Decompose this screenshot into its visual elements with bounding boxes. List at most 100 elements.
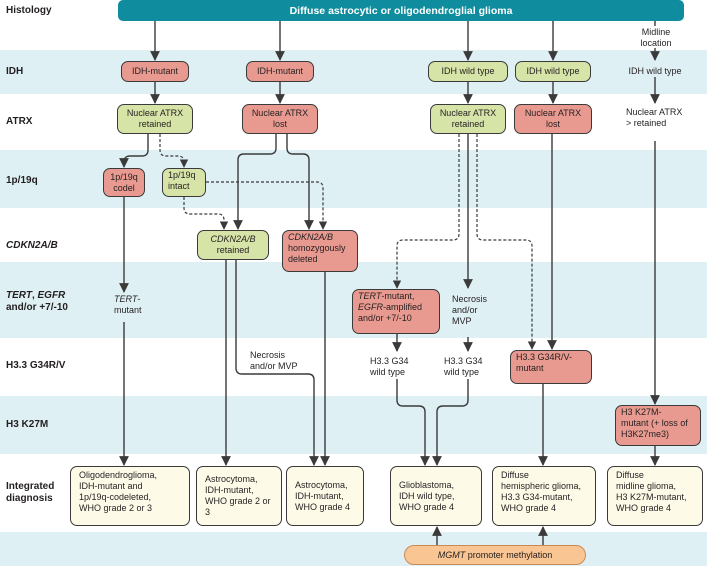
mgmt-node: MGMT promoter methylation [404, 545, 586, 565]
diag-3-line3: WHO grade 4 [295, 501, 351, 512]
cdkn-retained-italic: CDKN2A/B [210, 234, 256, 244]
diag-1-line1: Oligodendroglioma, [79, 470, 158, 480]
intact-line2: intact [168, 181, 190, 191]
row-label-tert: TERT, EGFR and/or +7/-10 [6, 290, 68, 314]
arrow-atrx3-g34mut [476, 134, 537, 350]
midline-line1: Midline [641, 27, 671, 37]
gbm-egfr-italic: EGFR [358, 302, 384, 312]
histology-banner: Diffuse astrocytic or oligodendroglial g… [118, 0, 684, 21]
row-label-1p19q: 1p/19q [6, 175, 38, 186]
g34-mutant-line1: H3.3 G34R/V- [516, 352, 573, 362]
diag-2-line3: WHO grade 2 or 3 [205, 496, 271, 517]
diagnosis-oligodendroglioma: Oligodendroglioma, IDH-mutant and 1p/19q… [70, 466, 190, 526]
tert-mutant-line2: mutant [114, 305, 142, 315]
intact-node: 1p/19q intact [162, 168, 206, 197]
g34-wildtype-text-2: H3.3 G34 wild type [444, 356, 504, 378]
diagnosis-glioblastoma: Glioblastoma, IDH wild type, WHO grade 4 [390, 466, 482, 526]
k27m-line1: H3 K27M- [621, 407, 662, 417]
row-label-integrated: Integrated diagnosis [6, 481, 54, 505]
diag-4-line1: Glioblastoma, [399, 479, 455, 490]
atrx-lost-2-line2: lost [545, 119, 560, 129]
diag-6-line4: WHO grade 4 [616, 503, 672, 513]
idh-mutant-node-1: IDH-mutant [121, 61, 189, 82]
tert-label-line1: TERT, EGFR [6, 290, 68, 302]
egfr-italic: EGFR [37, 290, 66, 301]
integrated-line1: Integrated [6, 481, 55, 492]
idh-wildtype-node-1: IDH wild type [428, 61, 508, 82]
diag-1-line2: IDH-mutant and [79, 481, 143, 491]
tert-italic: TERT [6, 290, 32, 301]
g34-wt-2-line1: H3.3 G34 [444, 356, 483, 366]
mgmt-italic: MGMT [437, 549, 466, 560]
g34-mutant-line2: mutant [516, 363, 544, 373]
row-label-idh: IDH [6, 66, 24, 77]
mgmt-after: promoter methylation [465, 549, 553, 560]
tert-mutant-dash: - [137, 294, 141, 304]
diagnosis-astrocytoma-4: Astrocytoma, IDH-mutant, WHO grade 4 [286, 466, 364, 526]
diag-5-line2: hemispheric glioma, [501, 481, 582, 491]
gbm-molecular-line1: TERT-mutant, [358, 291, 414, 302]
diagnosis-midline-glioma: Diffuse midline glioma, H3 K27M-mutant, … [607, 466, 703, 526]
idh-wildtype-node-2: IDH wild type [515, 61, 591, 82]
g34-mutant-node: H3.3 G34R/V- mutant [510, 350, 592, 384]
row-label-histology: Histology [6, 5, 52, 16]
k27m-line3: H3K27me3) [621, 429, 670, 439]
g34-wt-1-line2: wild type [370, 367, 406, 377]
band-h3k27m [0, 396, 707, 454]
diag-6-line3: H3 K27M-mutant, [616, 492, 687, 502]
cdkn-retained-line2: retained [216, 245, 250, 255]
integrated-line2: diagnosis [6, 493, 53, 504]
necrosis-1-line2: and/or [452, 305, 478, 315]
cdkn-deleted-italic: CDKN2A/B [288, 232, 334, 242]
tert-label-line2: and/or +7/-10 [6, 302, 68, 313]
tert-mutant-line1: TERT- [114, 294, 164, 305]
atrx-lost-node-2: Nuclear ATRX lost [514, 104, 592, 134]
diag-4-line2: IDH wild type, [399, 490, 455, 501]
diag-4-line3: WHO grade 4 [399, 501, 455, 512]
atrx-retained-1-line1: Nuclear ATRX [126, 108, 184, 118]
diag-5-line4: WHO grade 4 [501, 503, 557, 513]
gbm-egfr-after: -amplified [383, 302, 423, 312]
diag-6-line1: Diffuse [616, 470, 644, 480]
tert-mutant-text: TERT- mutant [114, 294, 164, 316]
atrx-lost-1-line1: Nuclear ATRX [251, 108, 309, 118]
atrx-retained-node-1: Nuclear ATRX retained [117, 104, 193, 134]
gbm-tert-italic: TERT [358, 291, 382, 301]
row-label-atrx: ATRX [6, 116, 33, 127]
cdkn-deleted-line2: homozygously [288, 243, 346, 253]
atrx-midline: Nuclear ATRX > retained [626, 107, 701, 129]
gbm-tert-after: -mutant, [381, 291, 415, 301]
arrow-intact-cdkndel [206, 181, 328, 230]
idh-wildtype-midline: IDH wild type [628, 66, 682, 76]
arrow-g34wt1-gbm [396, 379, 430, 466]
diag-2-line1: Astrocytoma, [205, 474, 258, 484]
diag-1-line3: 1p/19q-codeleted, [79, 492, 152, 502]
g34-wt-2-line2: wild type [444, 367, 480, 377]
necrosis-2-line1: Necrosis [250, 350, 286, 360]
g34-wildtype-text-1: H3.3 G34 wild type [370, 356, 430, 378]
atrx-lost-1-line2: lost [272, 119, 287, 129]
atrx-retained-2-line2: retained [451, 119, 485, 129]
cdkn2a-italic: CDKN2A/B [6, 240, 58, 251]
arrow-atrx1-codel [119, 134, 149, 168]
cdkn-deleted-node: CDKN2A/B homozygously deleted [282, 230, 358, 272]
arrow-atrx3-tertbox [392, 134, 460, 289]
tert-mutant-italic: TERT [114, 294, 138, 304]
codel-line1: 1p/19q [110, 171, 138, 182]
arrow-cdknret-astro4 [235, 260, 319, 466]
gbm-molecular-node: TERT-mutant, EGFR-amplified and/or +7/-1… [352, 289, 440, 334]
codel-line2: codel [113, 182, 135, 193]
atrx-retained-1-line2: retained [138, 119, 172, 129]
row-label-cdkn2a: CDKN2A/B [6, 240, 58, 252]
diag-5-line1: Diffuse [501, 470, 529, 480]
arrow-intact-cdknret [183, 197, 229, 230]
intact-line1: 1p/19q [168, 170, 196, 180]
cdkn-retained-line1: CDKN2A/B [210, 234, 255, 245]
necrosis-2-line2: and/or MVP [250, 361, 298, 371]
midline-line2: location [640, 38, 672, 48]
diag-3-line1: Astrocytoma, [295, 479, 348, 490]
row-label-h33: H3.3 G34R/V [6, 360, 66, 371]
k27m-line2: mutant (+ loss of [621, 418, 688, 428]
gbm-molecular-line3: and/or +7/-10 [358, 313, 412, 323]
